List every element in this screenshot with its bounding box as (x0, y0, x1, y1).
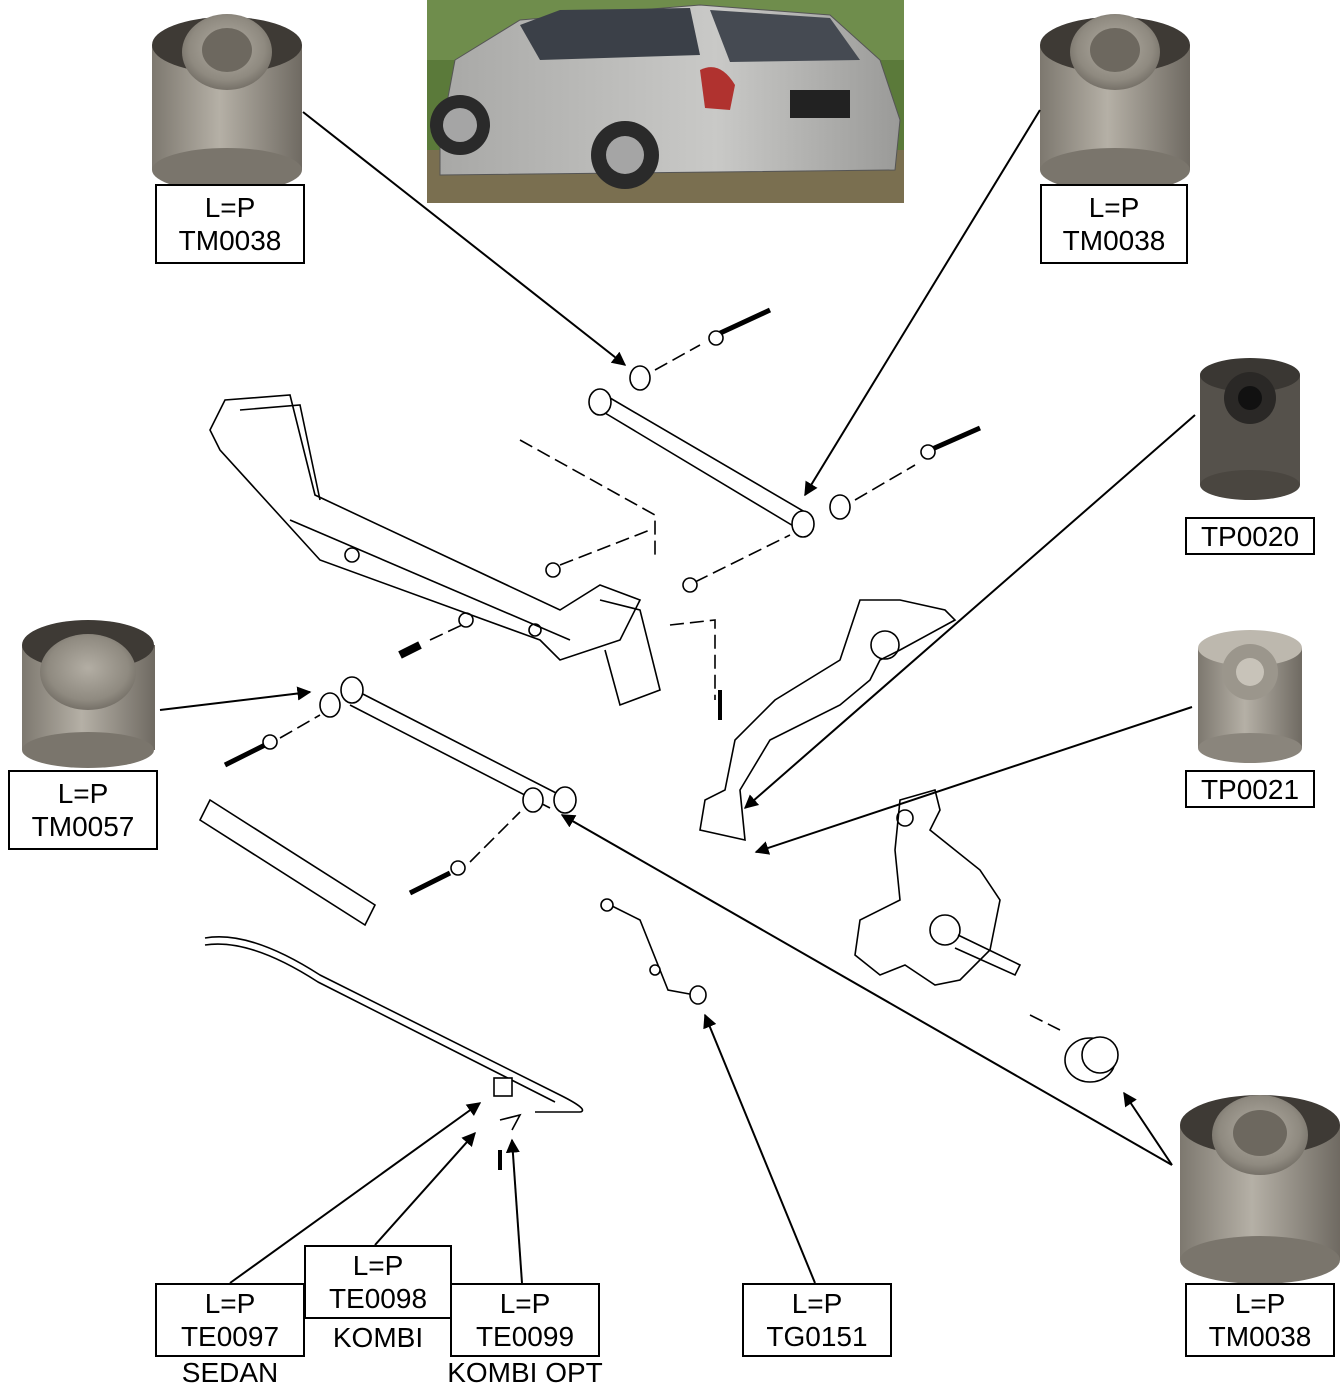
suspension-line-art (198, 307, 1119, 1170)
bushing-photo-right-upper (1200, 358, 1300, 500)
label-line-1: L=P (57, 778, 109, 809)
label-line-1: TP0020 (1200, 521, 1300, 552)
label-line-2: TE0099 (475, 1321, 575, 1352)
part-label-right-upper: TP0020 (1185, 517, 1315, 555)
label-line-2: TM0038 (178, 225, 282, 256)
part-label-bottom-sedan: L=P TE0097 (155, 1283, 305, 1357)
bushing-photo-bottom-right (1180, 1095, 1340, 1284)
label-line-1: L=P (1234, 1288, 1286, 1319)
variant-note-kombi-opt: KOMBI OPT (447, 1357, 603, 1387)
pointer-arrows (159, 109, 1196, 1284)
bushing-photo-right-lower (1198, 630, 1302, 763)
bushing-photo-top-left (152, 14, 302, 192)
label-line-1: L=P (791, 1288, 843, 1319)
label-line-1: L=P (1088, 192, 1140, 223)
label-line-2: TM0057 (31, 811, 135, 842)
label-line-2: TE0098 (328, 1283, 428, 1314)
label-line-1: L=P (204, 192, 256, 223)
part-label-left-mid: L=P TM0057 (8, 770, 158, 850)
part-label-right-lower: TP0021 (1185, 770, 1315, 808)
label-line-2: TG0151 (766, 1321, 868, 1352)
bushing-photo-top-right (1040, 14, 1190, 192)
part-label-bottom-right: L=P TM0038 (1185, 1283, 1335, 1357)
label-line-2: TM0038 (1062, 225, 1166, 256)
part-label-bottom-kombi-opt: L=P TE0099 (450, 1283, 600, 1357)
label-line-2: TM0038 (1208, 1321, 1312, 1352)
label-line-1: L=P (204, 1288, 256, 1319)
label-line-1: L=P (352, 1250, 404, 1281)
variant-note-sedan: SEDAN (181, 1357, 279, 1387)
car-photo (427, 0, 904, 203)
part-label-bottom-kombi: L=P TE0098 (304, 1245, 452, 1319)
part-label-bottom-mid: L=P TG0151 (742, 1283, 892, 1357)
label-line-2: TE0097 (180, 1321, 280, 1352)
bushing-photo-left-mid (22, 620, 155, 768)
part-label-top-right: L=P TM0038 (1040, 184, 1188, 264)
label-line-1: L=P (499, 1288, 551, 1319)
part-label-top-left: L=P TM0038 (155, 184, 305, 264)
variant-note-kombi: KOMBI (332, 1322, 424, 1353)
label-line-1: TP0021 (1200, 774, 1300, 805)
